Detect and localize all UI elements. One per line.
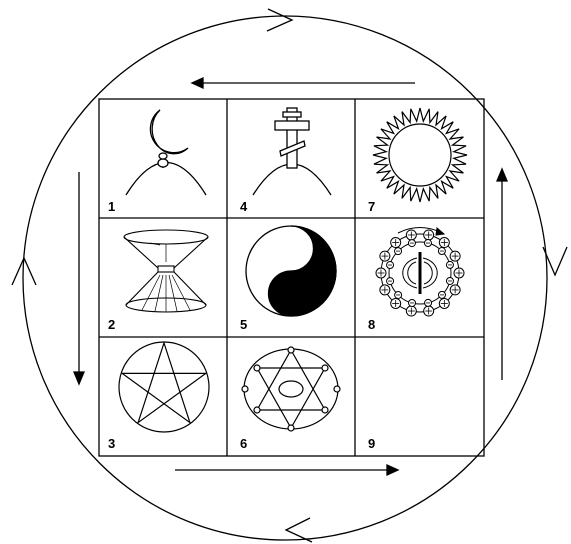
- crescent-on-dome-icon: [126, 110, 206, 195]
- cell-number: 8: [368, 317, 375, 332]
- cell-number: 9: [368, 436, 375, 451]
- cell-number: 1: [108, 199, 115, 214]
- chevron-top-right-icon: [267, 9, 292, 31]
- arrow-left-icon: [192, 78, 203, 88]
- arrow-down-icon: [74, 372, 84, 384]
- hourglass-cones-icon: [124, 230, 208, 312]
- orthodox-cross-on-dome-icon: [253, 108, 331, 195]
- cell-number: 6: [240, 436, 247, 451]
- charge-ring-field-icon: [376, 228, 464, 317]
- arrow-up-icon: [497, 169, 507, 181]
- cell-number: 5: [240, 317, 247, 332]
- cell-number: 3: [108, 436, 115, 451]
- pentagram-icon: [119, 342, 209, 432]
- hexagram-in-ellipse-icon: [242, 347, 340, 431]
- cell-number: 2: [108, 317, 115, 332]
- yin-yang-icon: [246, 226, 336, 316]
- cell-number: 7: [368, 199, 375, 214]
- cell-number: 4: [240, 199, 248, 214]
- arrow-right-icon: [387, 465, 398, 475]
- sun-icon: [373, 108, 467, 202]
